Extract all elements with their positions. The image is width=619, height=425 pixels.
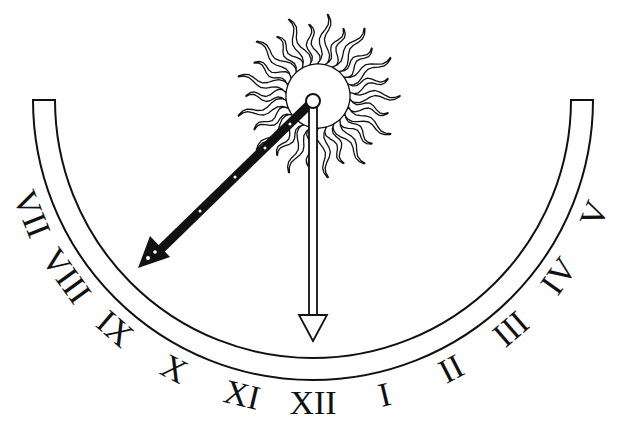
hour-numeral: XII — [289, 386, 336, 420]
sun-flame — [348, 78, 388, 94]
minute-hand — [299, 101, 327, 341]
sun-flame — [306, 25, 320, 65]
sun-flame — [246, 89, 286, 101]
hour-numeral: X — [156, 349, 193, 390]
hour-numeral: V — [574, 196, 615, 232]
sun-flame — [317, 15, 330, 65]
hour-numeral: XI — [220, 374, 263, 415]
sun-flame — [339, 48, 372, 78]
hour-numeral: II — [434, 349, 470, 390]
sun-flame — [316, 127, 330, 177]
sun-flame — [339, 114, 372, 144]
dial-band — [33, 100, 593, 380]
hand-pivot — [306, 94, 320, 108]
sun-flame — [238, 99, 288, 117]
hour-hand — [138, 101, 313, 268]
sun-flame — [344, 107, 391, 135]
hour-numeral: I — [375, 377, 394, 413]
